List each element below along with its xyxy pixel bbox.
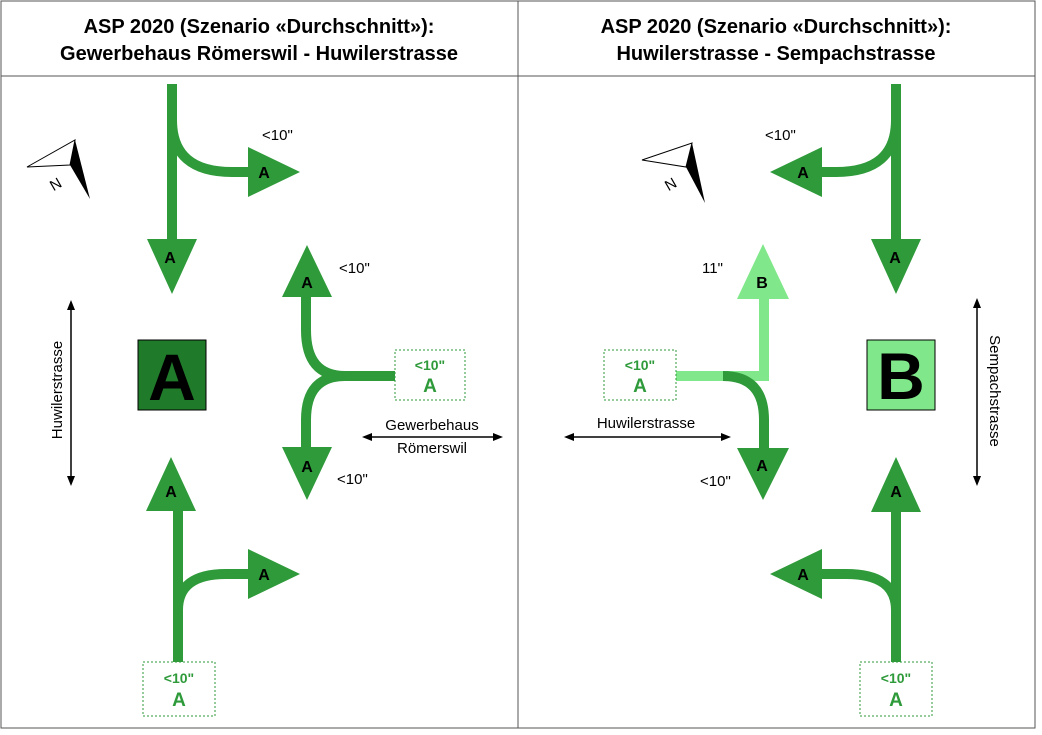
left-top-right-delay: <10" bbox=[262, 127, 293, 144]
left-top-down-arrow bbox=[147, 239, 197, 294]
left-top-right-los: A bbox=[258, 165, 270, 182]
left-street-vertical-label: Huwilerstrasse bbox=[49, 341, 66, 439]
left-top-movement: A A <10" bbox=[147, 84, 300, 294]
left-bottom-right-los: A bbox=[258, 567, 270, 584]
right-panel: ASP 2020 (Szenario «Durchschnitt»): Huwi… bbox=[564, 16, 1003, 717]
left-east-up-arrow bbox=[282, 245, 332, 297]
right-title-line1: ASP 2020 (Szenario «Durchschnitt»): bbox=[601, 16, 952, 38]
right-west-box-los: A bbox=[633, 376, 647, 397]
right-top-movement: A A <10" bbox=[765, 84, 921, 294]
left-big-los: A bbox=[148, 340, 196, 414]
left-east-down-los: A bbox=[301, 459, 313, 476]
right-top-left-los: A bbox=[797, 165, 809, 182]
left-east-up-delay: <10" bbox=[339, 260, 370, 277]
right-bottom-up-los: A bbox=[890, 484, 902, 501]
left-east-up-los: A bbox=[301, 275, 313, 292]
right-title-line2: Huwilerstrasse - Sempachstrasse bbox=[616, 43, 935, 65]
left-top-down-los: A bbox=[164, 250, 176, 267]
left-bottom-up-arrow bbox=[146, 457, 196, 511]
right-top-down-los: A bbox=[889, 250, 901, 267]
right-west-box-delay: <10" bbox=[625, 357, 655, 373]
right-west-up-los: B bbox=[756, 275, 768, 292]
left-east-down-delay: <10" bbox=[337, 471, 368, 488]
right-west-box bbox=[603, 349, 677, 401]
left-east-box-los: A bbox=[423, 376, 437, 397]
right-top-down-arrow bbox=[871, 239, 921, 294]
left-bottom-box-delay: <10" bbox=[164, 670, 194, 686]
left-panel: ASP 2020 (Szenario «Durchschnitt»): Gewe… bbox=[26, 16, 503, 717]
right-west-down-arrow bbox=[737, 448, 789, 500]
left-bottom-box bbox=[142, 661, 216, 717]
left-street-gewerbehaus: Gewerbehaus Römerswil bbox=[362, 417, 503, 457]
right-west-up-delay: 11" bbox=[702, 260, 723, 277]
left-bottom-right-arrow bbox=[248, 549, 300, 599]
left-east-box bbox=[394, 349, 466, 401]
right-top-left-delay: <10" bbox=[765, 127, 796, 144]
right-west-movement: B A 11" <10" <10" A bbox=[603, 244, 789, 500]
left-top-right-arrow bbox=[248, 147, 300, 197]
right-west-down-delay: <10" bbox=[700, 473, 731, 490]
right-bottom-box bbox=[859, 661, 933, 717]
left-bottom-movement: A A <10" A bbox=[142, 457, 300, 717]
left-east-movement: A A <10" <10" <10" A bbox=[282, 245, 466, 500]
left-street-huwiler: Huwilerstrasse bbox=[49, 300, 75, 486]
right-bottom-up-arrow bbox=[871, 457, 921, 512]
left-east-box-delay: <10" bbox=[415, 357, 445, 373]
left-big-los-box bbox=[137, 339, 207, 411]
right-street-side-label: Huwilerstrasse bbox=[597, 415, 695, 432]
right-bottom-left-los: A bbox=[797, 567, 809, 584]
right-top-left-arrow bbox=[770, 147, 822, 197]
left-title-line1: ASP 2020 (Szenario «Durchschnitt»): bbox=[84, 16, 435, 38]
right-west-up-arrow bbox=[737, 244, 789, 299]
left-bottom-up-los: A bbox=[165, 484, 177, 501]
right-bottom-left-arrow bbox=[770, 549, 822, 599]
right-street-huwiler: Huwilerstrasse bbox=[564, 415, 731, 441]
right-big-los: B bbox=[877, 339, 925, 413]
right-bottom-box-delay: <10" bbox=[881, 670, 911, 686]
right-west-down-los: A bbox=[756, 458, 768, 475]
left-street-side-line2: Römerswil bbox=[397, 440, 467, 457]
right-bottom-box-los: A bbox=[889, 690, 903, 711]
left-title-line2: Gewerbehaus Römerswil - Huwilerstrasse bbox=[60, 43, 458, 65]
left-east-down-arrow bbox=[282, 447, 332, 500]
right-bottom-movement: A A <10" A bbox=[770, 457, 933, 717]
right-big-los-box bbox=[866, 339, 936, 411]
right-street-sempach: Sempachstrasse bbox=[973, 298, 1003, 486]
right-street-vertical-label: Sempachstrasse bbox=[986, 335, 1003, 447]
left-bottom-box-los: A bbox=[172, 690, 186, 711]
left-street-side-line1: Gewerbehaus bbox=[385, 417, 478, 434]
